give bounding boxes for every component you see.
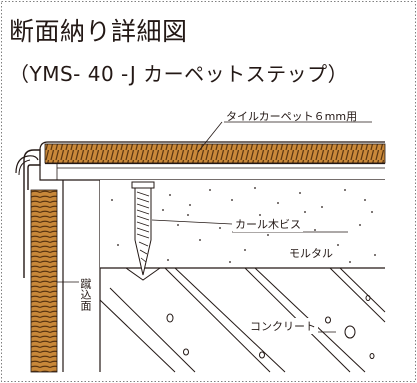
concrete-aggregate <box>166 295 375 359</box>
riser-carpet <box>30 189 58 373</box>
tread-carpet <box>44 143 386 164</box>
label-riser-face: 蹴込面 <box>79 278 92 311</box>
concrete-hatch <box>99 267 386 373</box>
label-curl-screw: カール木ビス <box>233 216 303 232</box>
label-concrete: コンクリート <box>248 318 318 334</box>
diagram-title: 断面納り詳細図 <box>9 17 188 46</box>
label-tile-carpet: タイルカーペット６mm用 <box>226 110 358 123</box>
leader-tile-carpet <box>197 121 223 153</box>
leader-curl-screw <box>151 219 233 225</box>
label-mortar: モルタル <box>287 245 335 261</box>
mortar-stipple <box>111 187 376 263</box>
diagram-subtitle: （YMS- 40 -J カーペットステップ） <box>9 62 349 86</box>
curl-screw <box>125 181 161 281</box>
step-nosing <box>23 149 41 278</box>
